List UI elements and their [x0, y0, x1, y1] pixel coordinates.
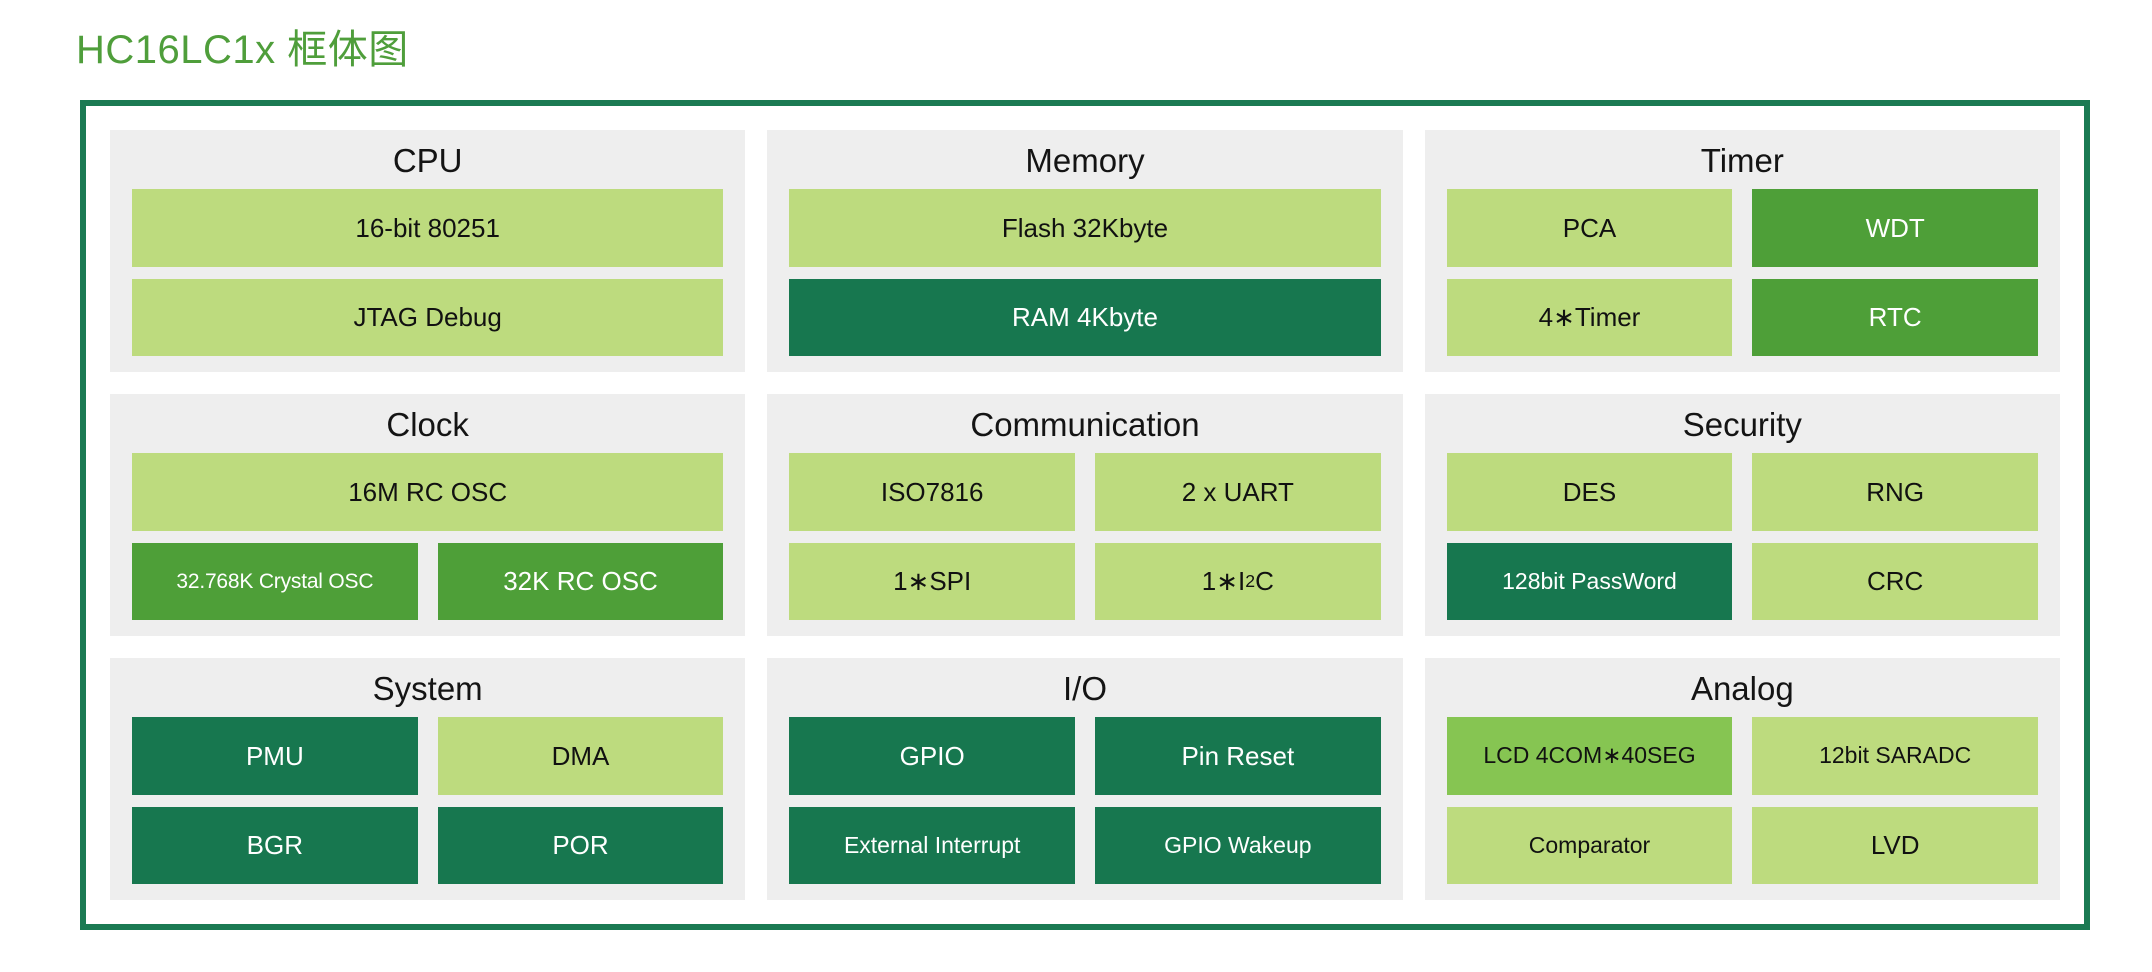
- block-row: RAM 4Kbyte: [789, 278, 1381, 356]
- block-communication-0-0[interactable]: ISO7816: [789, 453, 1075, 531]
- panel-title-timer: Timer: [1700, 142, 1784, 179]
- block-system-0-1[interactable]: BGR: [132, 806, 418, 884]
- block-clock-0-0[interactable]: 16M RC OSC: [132, 453, 724, 531]
- block-security-1-1[interactable]: CRC: [1752, 542, 2038, 620]
- block-analog-1-1[interactable]: LVD: [1752, 806, 2038, 884]
- block-cpu-0-0[interactable]: 16-bit 80251: [132, 189, 724, 267]
- block-clock-1-1[interactable]: 32K RC OSC: [437, 542, 724, 620]
- block-row: ISO7816 2 x UART: [789, 453, 1381, 531]
- block-row: GPIO Pin Reset: [789, 717, 1381, 795]
- block-io-0-1[interactable]: External Interrupt: [789, 806, 1075, 884]
- block-system-0-0[interactable]: PMU: [132, 717, 418, 795]
- panel-title-io: I/O: [1062, 670, 1107, 707]
- block-memory-0-1[interactable]: RAM 4Kbyte: [789, 278, 1381, 356]
- block-timer-1-1[interactable]: RTC: [1752, 278, 2038, 356]
- block-memory-0-0[interactable]: Flash 32Kbyte: [789, 189, 1381, 267]
- block-io-1-0[interactable]: Pin Reset: [1095, 717, 1381, 795]
- block-communication-1-0[interactable]: 2 x UART: [1095, 453, 1381, 531]
- block-io-0-0[interactable]: GPIO: [789, 717, 1075, 795]
- block-system-1-1[interactable]: POR: [437, 806, 724, 884]
- block-communication-0-1[interactable]: 1∗SPI: [789, 542, 1075, 620]
- panel-title-security: Security: [1682, 406, 1802, 443]
- panel-title-system: System: [372, 670, 483, 707]
- block-timer-0-0[interactable]: PCA: [1446, 189, 1733, 267]
- panel-title-analog: Analog: [1690, 670, 1794, 707]
- block-analog-0-1[interactable]: Comparator: [1446, 806, 1733, 884]
- block-row: 16M RC OSC: [132, 453, 724, 531]
- block-io-1-1[interactable]: GPIO Wakeup: [1095, 806, 1381, 884]
- block-timer-0-1[interactable]: 4∗Timer: [1446, 278, 1733, 356]
- block-row: JTAG Debug: [132, 278, 724, 356]
- block-row: Flash 32Kbyte: [789, 189, 1381, 267]
- block-analog-0-0[interactable]: LCD 4COM∗40SEG: [1446, 717, 1733, 795]
- block-security-1-0[interactable]: RNG: [1752, 453, 2038, 531]
- block-label-tail: C: [1255, 566, 1274, 597]
- panel-title-memory: Memory: [1025, 142, 1145, 179]
- block-row: External Interrupt GPIO Wakeup: [789, 806, 1381, 884]
- block-security-0-1[interactable]: 128bit PassWord: [1446, 542, 1733, 620]
- block-analog-1-0[interactable]: 12bit SARADC: [1752, 717, 2038, 795]
- page-title: HC16LC1x 框体图: [76, 28, 409, 72]
- block-label: 1∗I: [1201, 566, 1246, 597]
- block-row: 16-bit 80251: [132, 189, 724, 267]
- block-cpu-0-1[interactable]: JTAG Debug: [132, 278, 724, 356]
- block-security-0-0[interactable]: DES: [1446, 453, 1733, 531]
- block-clock-0-1[interactable]: 32.768K Crystal OSC: [132, 542, 418, 620]
- panel-title-clock: Clock: [386, 406, 469, 443]
- block-timer-1-0[interactable]: WDT: [1752, 189, 2038, 267]
- block-system-1-0[interactable]: DMA: [437, 717, 724, 795]
- panel-title-communication: Communication: [970, 406, 1200, 443]
- panel-title-cpu: CPU: [392, 142, 463, 179]
